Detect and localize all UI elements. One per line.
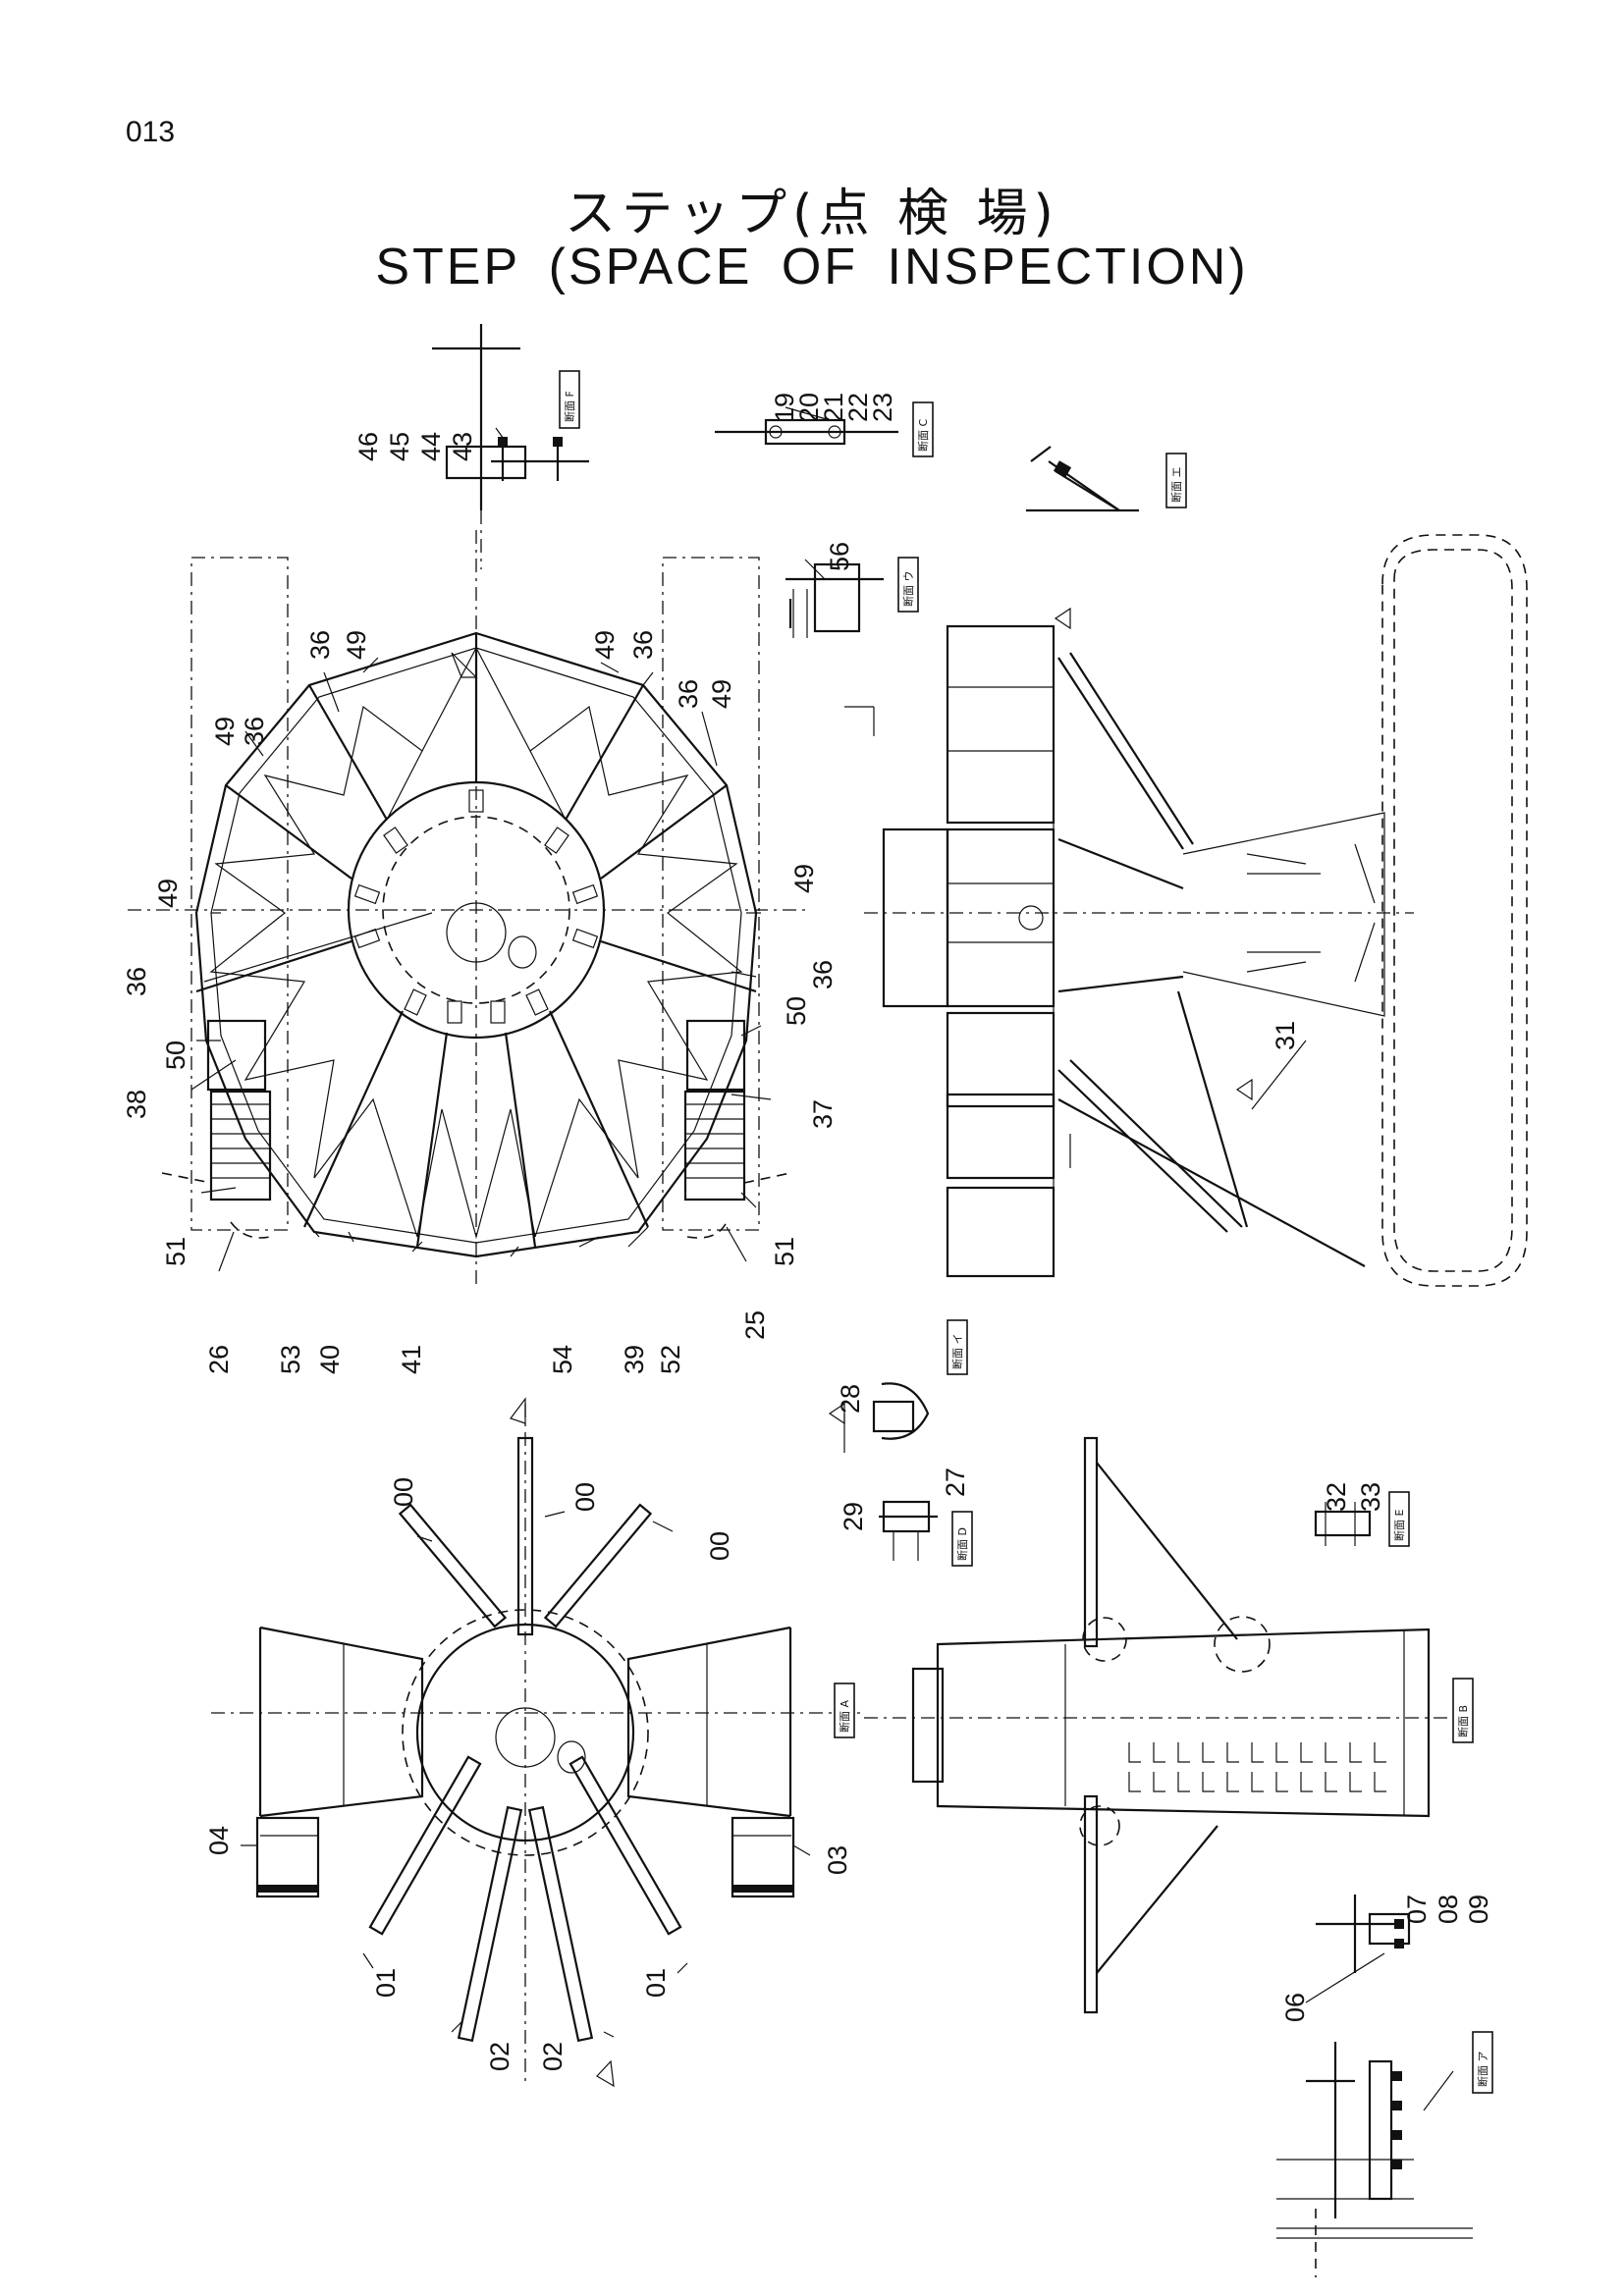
callout-03: 03 (823, 1845, 852, 1875)
callout-37: 37 (808, 1099, 838, 1129)
callout-51a: 51 (161, 1237, 190, 1266)
detail-mid-components: 断面 イ 28 断面 D 29 27 断面 E 32 33 (828, 1319, 1410, 1567)
callout-50b: 50 (782, 996, 811, 1026)
callout-01b: 01 (641, 1968, 671, 1998)
callout-29: 29 (839, 1502, 868, 1531)
callout-49f: 49 (153, 879, 183, 908)
title-japanese: ステップ(点 検 場) (565, 185, 1059, 243)
callout-08: 08 (1434, 1895, 1463, 1924)
callout-02b: 02 (538, 2042, 568, 2071)
svg-text:断面 D: 断面 D (955, 1527, 969, 1561)
callout-09: 09 (1464, 1895, 1493, 1924)
detail-top-joint: 断面 F 46 45 44 43 (353, 324, 589, 569)
callout-00b: 00 (570, 1482, 600, 1512)
callout-46: 46 (353, 432, 383, 461)
callout-51b: 51 (770, 1237, 799, 1266)
callout-23: 23 (868, 393, 897, 422)
callout-32: 32 (1322, 1482, 1351, 1512)
title-english: STEP (SPACE OF INSPECTION) (375, 239, 1249, 295)
svg-text:断面 F: 断面 F (563, 391, 576, 422)
callout-20: 20 (794, 393, 824, 422)
svg-text:断面 ウ: 断面 ウ (901, 571, 915, 608)
callout-49d: 49 (707, 679, 736, 709)
svg-text:断面 C: 断面 C (916, 419, 930, 452)
callout-52: 52 (656, 1345, 685, 1374)
svg-text:断面 B: 断面 B (1456, 1705, 1470, 1737)
callout-07: 07 (1402, 1895, 1432, 1924)
detail-bolt-plate: 断面 C 19 20 21 22 23 (715, 393, 934, 457)
callout-00a: 00 (389, 1477, 418, 1507)
callout-04: 04 (204, 1826, 234, 1855)
svg-text:断面 エ: 断面 エ (1169, 467, 1183, 504)
callout-43: 43 (448, 432, 477, 461)
callout-36a: 36 (305, 630, 335, 660)
callout-25: 25 (740, 1310, 770, 1340)
svg-text:断面 E: 断面 E (1392, 1510, 1406, 1541)
callout-39: 39 (620, 1345, 649, 1374)
callout-36f: 36 (122, 967, 151, 996)
callout-21: 21 (819, 393, 848, 422)
callout-54: 54 (548, 1345, 577, 1374)
svg-text:断面 A: 断面 A (838, 1700, 851, 1733)
callout-36c: 36 (628, 630, 658, 660)
callout-49b: 49 (210, 717, 240, 746)
detail-bracket-e: 断面 エ (1026, 446, 1187, 512)
callout-49a: 49 (342, 630, 371, 660)
callout-49e: 49 (789, 864, 819, 893)
lower-side-elevation: 断面 B (864, 1436, 1474, 2014)
callout-01a: 01 (371, 1968, 401, 1998)
detail-bottom-right: 07 08 09 06 断面 ア (1276, 1895, 1493, 2277)
callout-19: 19 (770, 393, 799, 422)
callout-45: 45 (385, 432, 414, 461)
page-number: 013 (126, 116, 176, 148)
callout-00c: 00 (705, 1531, 734, 1561)
detail-bracket-56: 断面 ウ 56 (785, 542, 919, 638)
lower-plan-radial-beams: 断面 A 00 00 00 04 03 01 01 02 02 (204, 1397, 864, 2088)
side-elevation-view (844, 534, 1528, 1287)
callout-36e: 36 (808, 960, 838, 989)
callout-36b: 36 (240, 717, 269, 746)
callout-27: 27 (941, 1468, 970, 1497)
callout-50a: 50 (161, 1041, 190, 1070)
callout-44: 44 (416, 432, 446, 461)
callout-38: 38 (122, 1090, 151, 1119)
callout-53: 53 (276, 1345, 305, 1374)
callout-28: 28 (836, 1384, 865, 1414)
callout-36d: 36 (674, 679, 703, 709)
callout-41: 41 (397, 1345, 426, 1374)
callout-26: 26 (204, 1345, 234, 1374)
callout-33: 33 (1356, 1482, 1385, 1512)
callout-02a: 02 (485, 2042, 514, 2071)
callout-56: 56 (825, 542, 854, 571)
plan-view-step-frame: 36 49 36 49 36 36 49 49 36 49 36 49 50 5… (122, 530, 1300, 1374)
callout-22: 22 (843, 393, 873, 422)
svg-text:断面 ア: 断面 ア (1476, 2052, 1489, 2088)
callout-06: 06 (1280, 1993, 1310, 2022)
callout-40: 40 (315, 1345, 345, 1374)
svg-text:断面 イ: 断面 イ (950, 1334, 964, 1370)
callout-31: 31 (1271, 1021, 1300, 1050)
callout-49c: 49 (590, 630, 620, 660)
